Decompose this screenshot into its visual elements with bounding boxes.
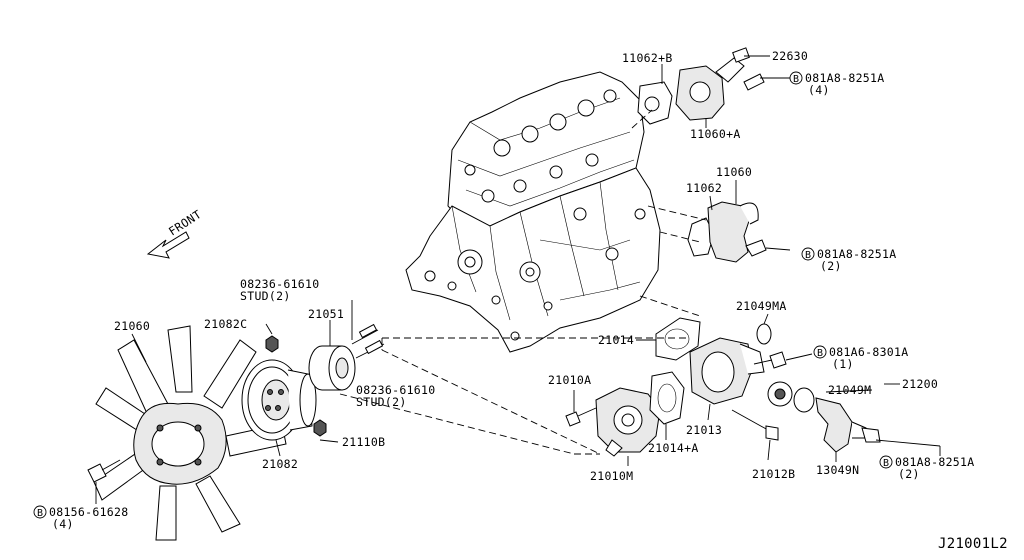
label-22630: 22630 bbox=[772, 49, 808, 63]
fan-spacer bbox=[308, 345, 356, 391]
b-marker: B bbox=[817, 348, 823, 359]
label-13049n: 13049N bbox=[816, 463, 859, 477]
fan-bolt bbox=[87, 459, 121, 483]
label-21049ma: 21049MA bbox=[736, 299, 787, 313]
label-bolt-therm-qty: (1) bbox=[832, 357, 854, 371]
water-outlet-lower bbox=[687, 201, 791, 263]
label-21110b: 21110B bbox=[342, 435, 385, 449]
label-bolt-mid-qty: (2) bbox=[820, 259, 842, 273]
fan-pulley bbox=[241, 359, 317, 441]
b-circle-icon bbox=[813, 345, 827, 359]
label-21051: 21051 bbox=[308, 307, 344, 321]
b-circle-icon bbox=[33, 505, 47, 519]
engine-block-illustration bbox=[405, 71, 661, 353]
label-21010a: 21010A bbox=[548, 373, 591, 387]
callout-labels: 22630 11062+B B 081A8-8251A (4) 11060+A … bbox=[33, 49, 1008, 552]
label-21049m: 21049M bbox=[828, 383, 871, 397]
leader-lines bbox=[95, 55, 941, 504]
cooling-fan bbox=[93, 325, 287, 541]
diagram-id: J21001L2 bbox=[938, 536, 1008, 552]
label-21060: 21060 bbox=[114, 319, 150, 333]
label-11062: 11062 bbox=[686, 181, 722, 195]
label-11060a: 11060+A bbox=[690, 127, 741, 141]
b-circle-icon bbox=[879, 455, 893, 469]
water-inlet bbox=[655, 317, 787, 441]
water-pump bbox=[565, 371, 685, 457]
label-11062b: 11062+B bbox=[622, 51, 673, 65]
b-marker: B bbox=[805, 250, 811, 261]
label-bolt-outlet: 081A8-8251A bbox=[895, 455, 974, 469]
front-arrow-icon bbox=[146, 231, 190, 259]
label-stud-lower-word: STUD(2) bbox=[356, 395, 407, 409]
label-21082c: 21082C bbox=[204, 317, 247, 331]
label-bolt-mid: 081A8-8251A bbox=[817, 247, 896, 261]
label-21082: 21082 bbox=[262, 457, 298, 471]
label-11060: 11060 bbox=[716, 165, 752, 179]
b-marker: B bbox=[37, 508, 43, 519]
label-bolt-top-qty: (4) bbox=[808, 83, 830, 97]
label-bolt-fan-qty: (4) bbox=[52, 517, 74, 531]
water-outlet-upper bbox=[637, 47, 790, 125]
studs bbox=[351, 323, 385, 359]
small-nuts bbox=[265, 335, 327, 437]
label-bolt-therm: 081A6-8301A bbox=[829, 345, 908, 359]
label-21014a: 21014+A bbox=[648, 441, 699, 455]
label-stud-upper-word: STUD(2) bbox=[240, 289, 291, 303]
front-indicator: FRONT bbox=[146, 207, 204, 259]
label-bolt-outlet-qty: (2) bbox=[898, 467, 920, 481]
label-bolt-top: 081A8-8251A bbox=[805, 71, 884, 85]
thermostat bbox=[767, 381, 881, 453]
label-21200: 21200 bbox=[902, 377, 938, 391]
label-21014: 21014 bbox=[598, 333, 634, 347]
b-marker: B bbox=[793, 74, 799, 85]
label-21013: 21013 bbox=[686, 423, 722, 437]
label-21012b: 21012B bbox=[752, 467, 795, 481]
b-marker: B bbox=[883, 458, 889, 469]
label-21010m: 21010M bbox=[590, 469, 633, 483]
alignment-lines bbox=[339, 109, 707, 455]
label-stud-lower: 08236-61610 bbox=[356, 383, 435, 397]
b-circle-icon bbox=[789, 71, 803, 85]
b-circle-icon bbox=[801, 247, 815, 261]
label-stud-upper: 08236-61610 bbox=[240, 277, 319, 291]
label-bolt-fan: 08156-61628 bbox=[49, 505, 128, 519]
